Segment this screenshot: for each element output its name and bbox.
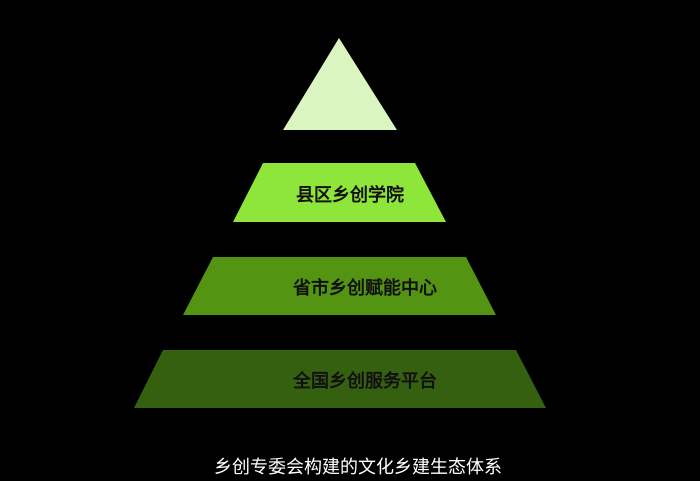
- pyramid-level-national: [134, 350, 546, 408]
- level-label-county: 县区乡创学院: [296, 185, 404, 206]
- diagram-caption: 乡创专委会构建的文化乡建生态体系: [214, 457, 502, 478]
- level-label-national: 全国乡创服务平台: [293, 371, 437, 392]
- pyramid-level-county: [233, 163, 446, 222]
- pyramid-level-province: [183, 257, 496, 315]
- level-label-province: 省市乡创赋能中心: [293, 278, 437, 299]
- pyramid-apex: [283, 38, 397, 130]
